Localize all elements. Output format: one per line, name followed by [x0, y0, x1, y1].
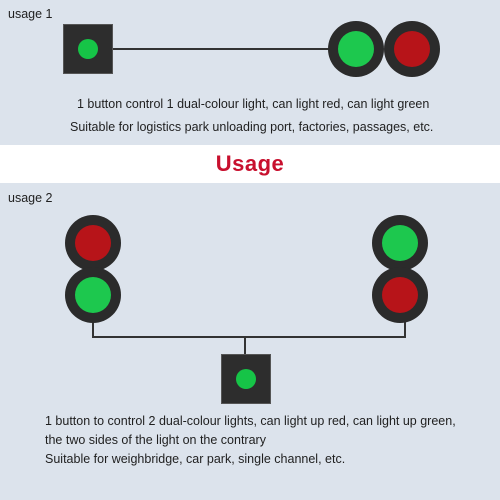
connection-wire	[244, 336, 246, 356]
red-light-icon	[75, 225, 111, 261]
usage-banner-title: Usage	[215, 151, 285, 176]
usage-2-caption-line-1: 1 button to control 2 dual-colour lights…	[45, 414, 456, 428]
green-light-icon	[75, 277, 111, 313]
green-light-icon	[382, 225, 418, 261]
control-button-box	[63, 24, 113, 74]
connection-wire	[92, 336, 406, 338]
usage-2-label: usage 2	[8, 191, 53, 205]
usage-2-caption-line-2: the two sides of the light on the contra…	[45, 433, 266, 447]
usage-2-caption-line-3: Suitable for weighbridge, car park, sing…	[45, 452, 346, 466]
red-light-icon	[382, 277, 418, 313]
red-light-icon	[394, 31, 430, 67]
usage-1-caption-line-2: Suitable for logistics park unloading po…	[70, 120, 434, 134]
connection-wire	[404, 308, 406, 338]
usage-1-label: usage 1	[8, 7, 53, 21]
usage-1-panel: usage 1 1 button control 1 dual-colour l…	[0, 0, 500, 145]
control-button-box	[221, 354, 271, 404]
green-button-icon	[236, 369, 256, 389]
traffic-light-lamp	[372, 215, 428, 271]
traffic-light-lamp	[65, 267, 121, 323]
traffic-light-lamp	[65, 215, 121, 271]
green-button-icon	[78, 39, 98, 59]
traffic-light-lamp	[328, 21, 384, 77]
usage-1-caption-line-1: 1 button control 1 dual-colour light, ca…	[77, 97, 430, 111]
green-light-icon	[338, 31, 374, 67]
usage-2-panel: usage 2 1 button to control 2 dual-colou…	[0, 183, 500, 500]
traffic-light-lamp	[372, 267, 428, 323]
traffic-light-lamp	[384, 21, 440, 77]
connection-wire	[92, 308, 94, 338]
connection-wire	[112, 48, 332, 50]
